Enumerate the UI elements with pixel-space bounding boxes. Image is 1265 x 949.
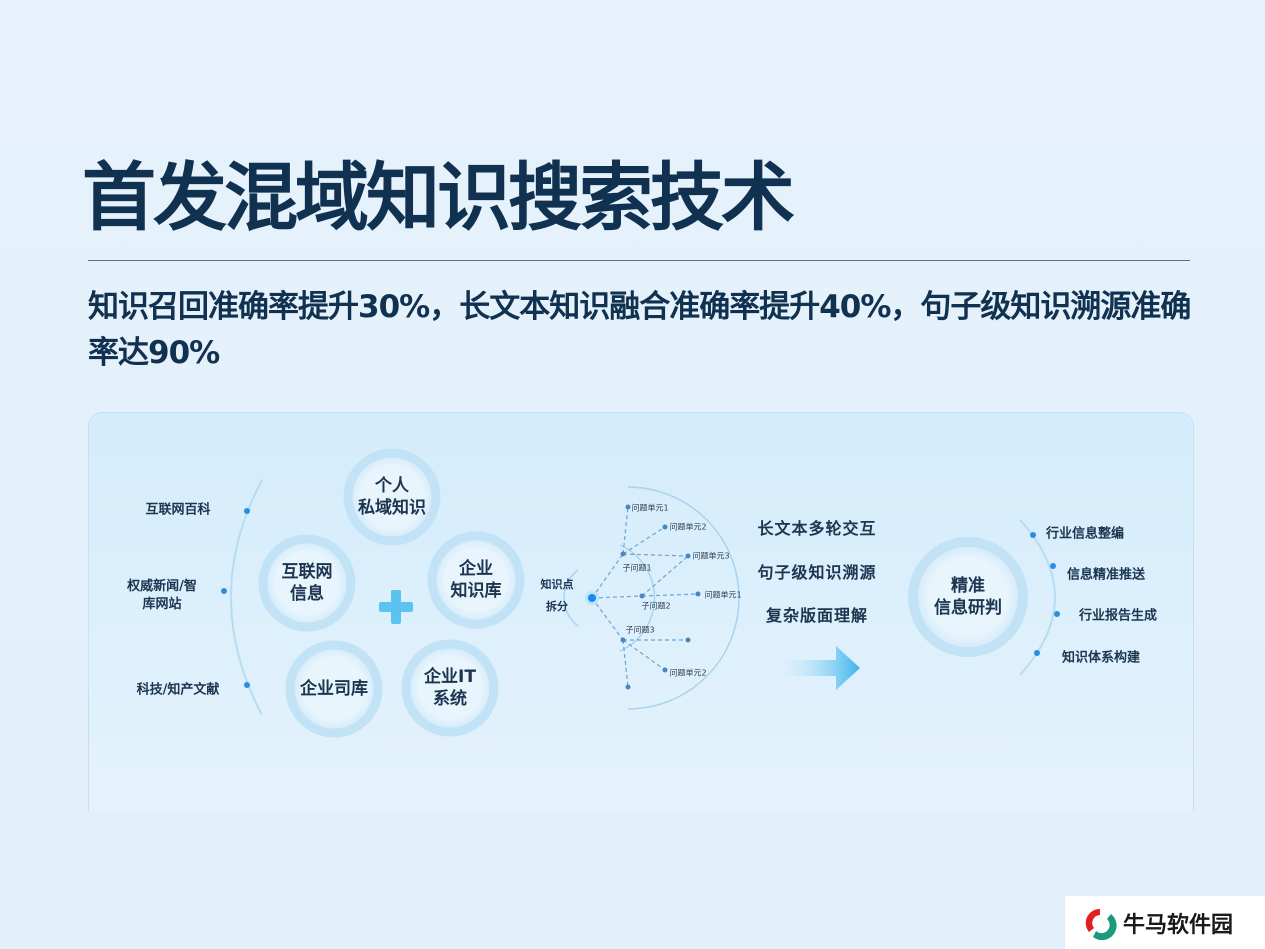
kb-circle-treasury [285, 640, 383, 738]
result-circle [908, 537, 1028, 657]
logo-icon [1085, 908, 1117, 940]
kb-treasury: 企业司库 [300, 679, 368, 699]
kb-circle-personal [343, 448, 441, 546]
result-label: 精准 信息研判 [934, 576, 1002, 618]
source-label: 互联网百科 [145, 502, 211, 518]
divider [88, 260, 1190, 261]
watermark-text: 牛马软件园 [1123, 912, 1234, 938]
source-label: 科技/知产文献 [136, 682, 220, 698]
sub-question: 子问题3 [625, 625, 655, 635]
source-dot [221, 588, 227, 594]
question-unit: 问题单元1 [631, 503, 669, 513]
kb-it: 企业IT 系统 [424, 667, 476, 709]
kb-internet: 互联网 信息 [281, 562, 333, 604]
capability: 复杂版面理解 [765, 606, 869, 625]
source-dot [244, 682, 250, 688]
kb-circle-enterprise [427, 531, 525, 629]
watermark: 牛马软件园 [1065, 896, 1265, 949]
source-dot [244, 508, 250, 514]
sub-question: 子问题2 [641, 601, 671, 611]
output-label: 知识体系构建 [1061, 650, 1141, 666]
page-title: 首发混域知识搜索技术 [82, 155, 795, 241]
capability: 长文本多轮交互 [757, 519, 877, 538]
arrow-icon [780, 646, 860, 690]
sub-question: 子问题1 [622, 563, 652, 573]
question-unit: 问题单元2 [669, 668, 707, 678]
left-arc [230, 479, 263, 716]
plus-icon [379, 590, 413, 624]
kb-circle-internet [258, 534, 356, 632]
question-unit: 问题单元1 [704, 590, 742, 600]
output-label: 行业信息整编 [1045, 526, 1125, 542]
question-unit: 问题单元2 [669, 522, 707, 532]
subtitle: 知识召回准确率提升30%，长文本知识融合准确率提升40%，句子级知识溯源准确率达… [88, 289, 1191, 371]
capability: 句子级知识溯源 [757, 563, 877, 582]
kb-circle-it [401, 639, 499, 737]
kb-personal: 个人 私域知识 [358, 476, 426, 518]
source-label: 权威新闻/智库网站 [127, 579, 197, 612]
right-arc [1019, 519, 1056, 676]
question-unit: 问题单元3 [692, 551, 730, 561]
decomposition-label: 知识点 拆分 [540, 578, 574, 613]
output-label: 信息精准推送 [1066, 567, 1146, 583]
kb-enterprise: 企业 知识库 [450, 559, 502, 601]
output-label: 行业报告生成 [1078, 608, 1158, 624]
